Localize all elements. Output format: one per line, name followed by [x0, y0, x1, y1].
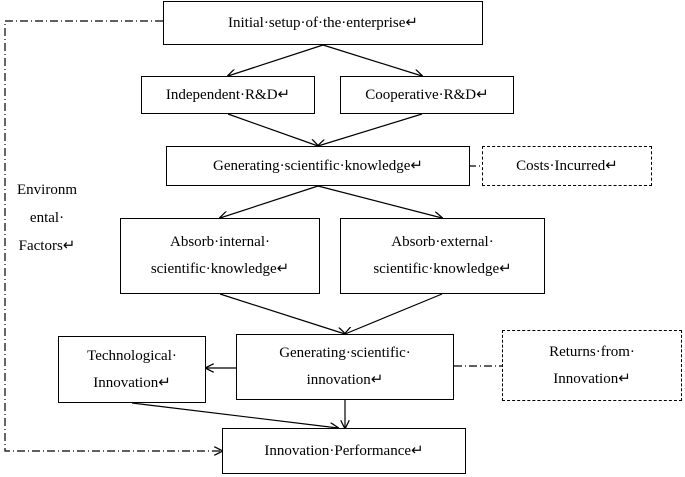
node-returns-from-innovation-label-line2: Innovation↵ — [553, 370, 631, 387]
node-cooperative-rd: Cooperative·R&D↵ — [340, 76, 514, 114]
arrow-technological-to-performance — [131, 402, 338, 428]
node-costs-incurred-label: Costs·Incurred↵ — [516, 157, 618, 174]
node-innovation-performance-label: Innovation·Performance↵ — [264, 442, 424, 459]
node-absorb-external-label-line2: scientific·knowledge↵ — [373, 261, 512, 277]
node-absorb-external: Absorb·external· scientific·knowledge↵ — [340, 218, 545, 294]
environmental-factors-line2: ental· — [29, 210, 65, 226]
environmental-factors-label: Environm ental· Factors↵ — [8, 176, 86, 260]
node-costs-incurred: Costs·Incurred↵ — [482, 146, 652, 186]
arrow-cooperative-to-knowledge — [318, 113, 423, 146]
node-initial-setup-label: Initial·setup·of·the·enterprise↵ — [228, 14, 418, 31]
node-absorb-external-label-line1: Absorb·external· — [391, 234, 494, 250]
node-absorb-internal-label-line1: Absorb·internal· — [170, 234, 270, 250]
arrow-setup-to-cooperative — [322, 44, 422, 76]
arrow-setup-to-independent — [228, 44, 324, 76]
node-technological-innovation: Technological· Innovation↵ — [58, 336, 206, 403]
arrow-absorb-internal-to-innovation — [219, 293, 345, 334]
node-independent-rd-label: Independent·R&D↵ — [165, 86, 291, 103]
node-technological-innovation-label-line1: Technological· — [87, 347, 177, 364]
node-absorb-internal-label-line2: scientific·knowledge↵ — [150, 261, 290, 277]
node-cooperative-rd-label: Cooperative·R&D↵ — [365, 86, 489, 103]
node-generating-knowledge: Generating·scientific·knowledge↵ — [166, 146, 470, 186]
node-returns-from-innovation: Returns·from· Innovation↵ — [502, 330, 682, 401]
environmental-factors-line3: Factors↵ — [18, 238, 76, 254]
arrow-absorb-external-to-innovation — [345, 293, 443, 334]
node-generating-knowledge-label: Generating·scientific·knowledge↵ — [213, 157, 423, 174]
node-technological-innovation-label-line2: Innovation↵ — [93, 374, 171, 391]
node-returns-from-innovation-label-line1: Returns·from· — [549, 343, 635, 360]
node-independent-rd: Independent·R&D↵ — [141, 76, 315, 114]
node-generating-innovation-label-line1: Generating·scientific· — [279, 345, 411, 361]
arrow-knowledge-to-absorb-external — [317, 185, 442, 218]
arrow-knowledge-to-absorb-internal — [220, 185, 319, 218]
node-generating-innovation: Generating·scientific· innovation↵ — [236, 334, 454, 400]
environment-loop-line — [4, 20, 222, 451]
node-generating-innovation-label-line2: innovation↵ — [306, 372, 384, 388]
node-initial-setup: Initial·setup·of·the·enterprise↵ — [163, 1, 483, 45]
node-innovation-performance: Innovation·Performance↵ — [222, 428, 466, 474]
node-absorb-internal: Absorb·internal· scientific·knowledge↵ — [120, 218, 320, 294]
arrow-independent-to-knowledge — [227, 113, 318, 146]
environmental-factors-line1: Environm — [17, 182, 77, 198]
